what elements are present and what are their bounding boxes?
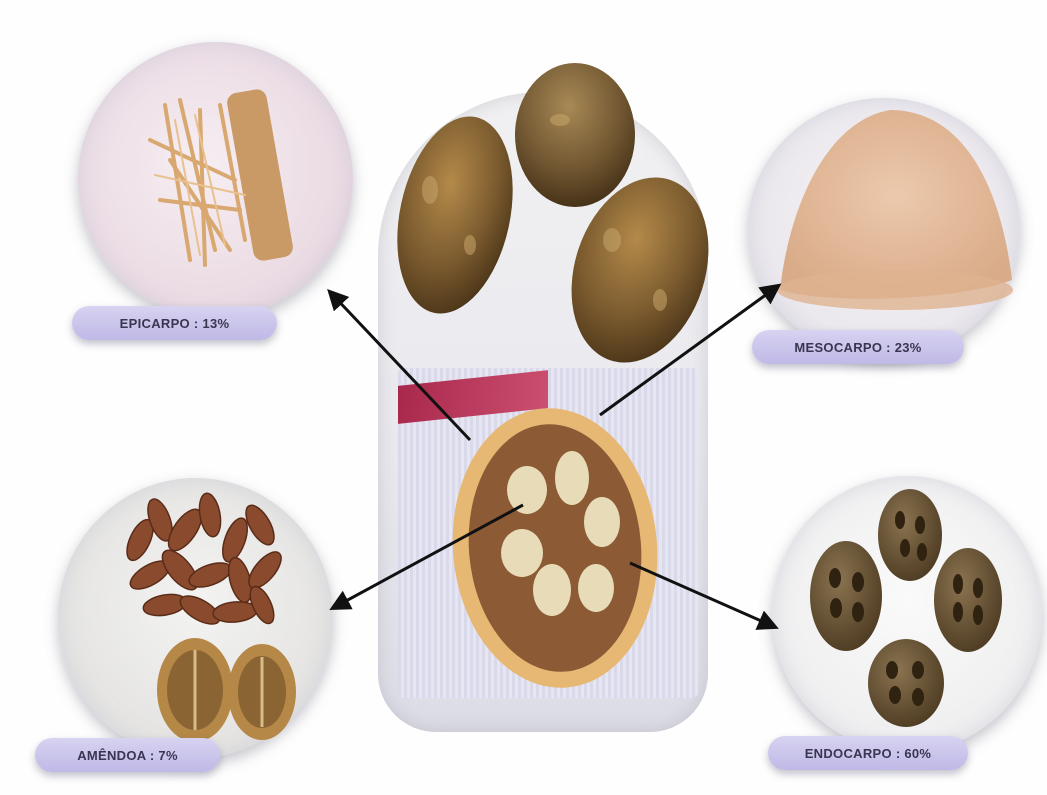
halved-fruits-photo	[157, 638, 296, 742]
epicarpo-label: EPICARPO : 13%	[72, 306, 277, 340]
amendoa-label: AMÊNDOA : 7%	[35, 738, 220, 772]
fruit-cross-section-photo	[441, 400, 669, 697]
mesocarpo-label: MESOCARPO : 23%	[752, 330, 964, 364]
endocarpo-label: ENDOCARPO : 60%	[768, 736, 968, 770]
arrow-to-epicarpo	[330, 292, 470, 440]
epicarp-fiber-photo	[150, 88, 294, 265]
mesocarp-powder-photo	[777, 110, 1013, 310]
almonds-photo	[122, 492, 287, 630]
endocarp-pieces-photo	[810, 489, 1002, 727]
whole-fruits-photo	[380, 63, 731, 380]
